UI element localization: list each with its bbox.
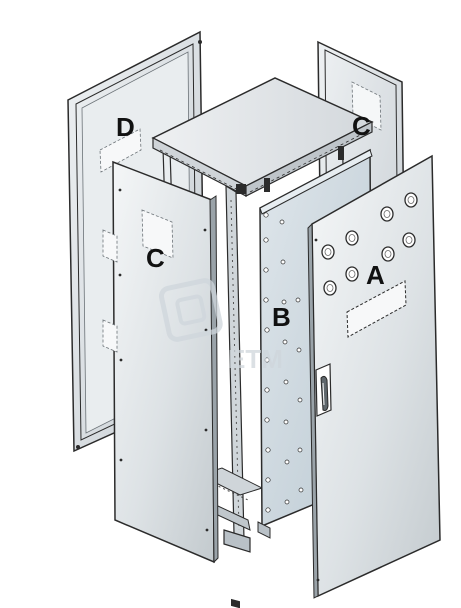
- door-hole-inner: [324, 196, 415, 292]
- label-side-panel-c-rear: C: [352, 111, 371, 141]
- label-rear-panel-d: D: [116, 112, 135, 142]
- watermark-text: ETM: [228, 344, 283, 374]
- front-door-a: [307, 154, 441, 599]
- cabinet-frame: [151, 77, 374, 608]
- watermark: ETM: [158, 278, 283, 374]
- label-door-a: A: [366, 260, 385, 290]
- door-cutout-window: [346, 280, 407, 338]
- door-handle-icon: [315, 363, 332, 417]
- label-mounting-plate-b: B: [272, 302, 291, 332]
- door-indicator-holes: [321, 192, 418, 296]
- side-panel-c-front: [102, 160, 219, 564]
- label-side-panel-c-front: C: [146, 243, 165, 273]
